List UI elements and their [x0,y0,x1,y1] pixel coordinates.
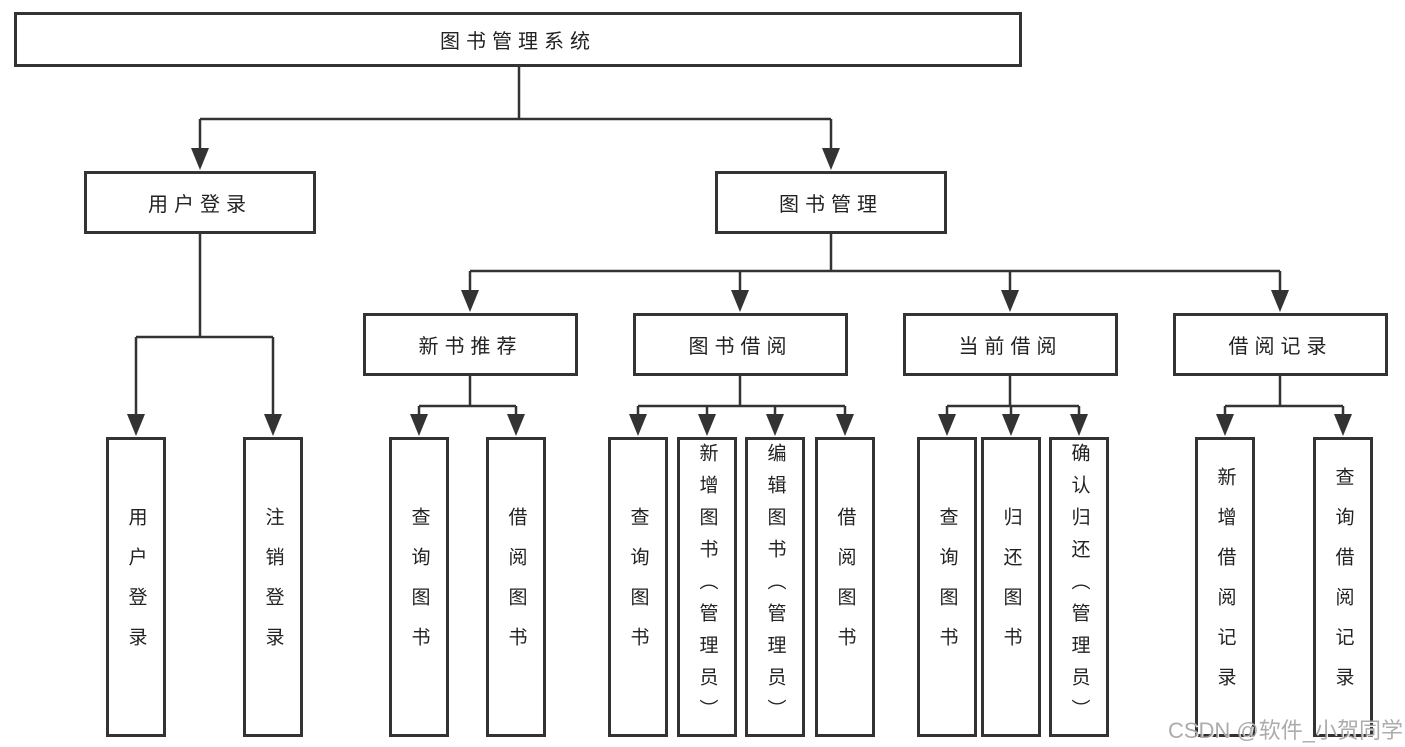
leaf-query-books-borrowing-label: 查询图书 [627,507,649,667]
node-borrowing-records-label: 借阅记录 [1228,336,1333,358]
node-book-management-label: 图书管理 [779,194,883,216]
node-new-book-recommend: 新书推荐 [363,313,578,376]
leaf-borrow-books-recommend: 借阅图书 [486,437,546,737]
connector-lines [134,67,1345,415]
leaf-edit-book-admin-label: 编辑图书（管理员） [764,443,786,731]
leaf-query-books-borrowing: 查询图书 [608,437,668,737]
node-current-borrowing: 当前借阅 [903,313,1118,376]
node-book-borrowing: 图书借阅 [633,313,848,376]
leaf-logout-label: 注销登录 [262,507,284,667]
leaf-user-login: 用户登录 [106,437,166,737]
leaf-query-books-recommend: 查询图书 [389,437,449,737]
node-book-management: 图书管理 [715,171,947,234]
leaf-query-borrow-record: 查询借阅记录 [1313,437,1373,737]
leaf-add-book-admin-label: 新增图书（管理员） [696,443,718,731]
node-current-borrowing-label: 当前借阅 [958,336,1063,358]
leaf-edit-book-admin: 编辑图书（管理员） [745,437,805,737]
leaf-borrow-books: 借阅图书 [815,437,875,737]
node-book-borrowing-label: 图书借阅 [688,336,793,358]
leaf-confirm-return-admin-label: 确认归还（管理员） [1068,443,1090,731]
leaf-query-books-current: 查询图书 [917,437,977,737]
node-new-book-recommend-label: 新书推荐 [418,336,523,358]
node-borrowing-records: 借阅记录 [1173,313,1388,376]
leaf-borrow-books-label: 借阅图书 [834,507,856,667]
leaf-query-books-recommend-label: 查询图书 [408,507,430,667]
leaf-add-borrow-record-label: 新增借阅记录 [1214,467,1236,707]
leaf-borrow-books-recommend-label: 借阅图书 [505,507,527,667]
leaf-add-borrow-record: 新增借阅记录 [1195,437,1255,737]
leaf-logout: 注销登录 [243,437,303,737]
node-user-login-branch-label: 用户登录 [148,194,252,216]
node-root-label: 图书管理系统 [440,31,596,53]
node-user-login-branch: 用户登录 [84,171,316,234]
leaf-user-login-label: 用户登录 [125,507,147,667]
leaf-add-book-admin: 新增图书（管理员） [677,437,737,737]
watermark: CSDN @软件_小贺同学 [1167,718,1403,743]
leaf-query-borrow-record-label: 查询借阅记录 [1332,467,1354,707]
arrowheads [127,148,1352,436]
node-root: 图书管理系统 [14,12,1022,67]
leaf-query-books-current-label: 查询图书 [936,507,958,667]
leaf-return-book-label: 归还图书 [1000,507,1022,667]
leaf-confirm-return-admin: 确认归还（管理员） [1049,437,1109,737]
leaf-return-book: 归还图书 [981,437,1041,737]
